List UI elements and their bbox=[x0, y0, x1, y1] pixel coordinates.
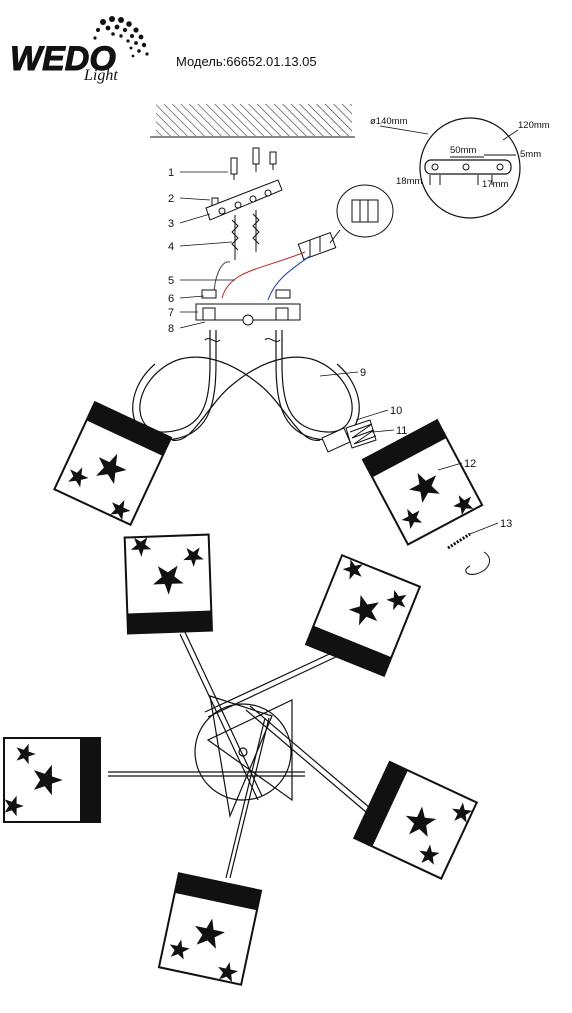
dim-thickness: 5mm bbox=[520, 149, 541, 160]
ceiling-hatch-icon bbox=[150, 104, 355, 138]
dim-width: 120mm bbox=[518, 120, 550, 131]
callout-5: 5 bbox=[168, 275, 235, 287]
dim-left-offset: 18mm bbox=[396, 176, 422, 187]
svg-text:1: 1 bbox=[168, 167, 174, 179]
flower-shade-icon bbox=[123, 533, 213, 635]
bulb-socket bbox=[321, 419, 377, 453]
svg-text:5: 5 bbox=[168, 275, 174, 287]
logo-swirl-icon bbox=[93, 16, 149, 58]
dim-right-offset: 17mm bbox=[482, 179, 508, 190]
logo-wordmark: WEDO bbox=[10, 40, 116, 78]
svg-text:13: 13 bbox=[500, 518, 512, 530]
svg-text:11: 11 bbox=[396, 425, 407, 437]
callout-12: 12 bbox=[437, 458, 476, 471]
callout-9: 9 bbox=[319, 367, 366, 379]
assembled-chandelier bbox=[108, 629, 371, 879]
svg-text:3: 3 bbox=[168, 218, 174, 230]
mounting-hardware bbox=[205, 147, 283, 260]
flower-shade-icon bbox=[305, 554, 421, 677]
callout-10: 10 bbox=[355, 405, 402, 421]
callout-7: 7 bbox=[168, 307, 198, 319]
svg-text:9: 9 bbox=[360, 367, 366, 379]
screw-icon bbox=[252, 147, 260, 172]
part-callouts: 1 2 3 4 5 6 7 8 9 10 11 12 13 bbox=[168, 167, 512, 535]
screw-icon bbox=[269, 151, 277, 170]
wires bbox=[213, 251, 311, 301]
spring-clip bbox=[447, 532, 491, 575]
mounting-plate-detail: ø140mm 120mm 50mm 5mm 18mm 17mm bbox=[370, 116, 550, 219]
flower-shade-icon bbox=[157, 872, 263, 986]
svg-text:12: 12 bbox=[464, 458, 476, 470]
brand-logo: WEDO Light bbox=[10, 16, 149, 84]
callout-13: 13 bbox=[469, 518, 512, 535]
canopy bbox=[195, 289, 301, 342]
svg-text:4: 4 bbox=[168, 241, 174, 253]
svg-text:10: 10 bbox=[390, 405, 402, 417]
callout-4: 4 bbox=[168, 241, 233, 253]
callout-8: 8 bbox=[168, 321, 206, 335]
svg-text:8: 8 bbox=[168, 323, 174, 335]
callout-6: 6 bbox=[168, 293, 205, 305]
svg-text:6: 6 bbox=[168, 293, 174, 305]
flower-shade-icon bbox=[3, 737, 101, 823]
dim-diameter: ø140mm bbox=[370, 116, 408, 127]
terminal-block-icon bbox=[297, 184, 394, 260]
callout-11: 11 bbox=[371, 425, 407, 437]
logo-subtext: Light bbox=[83, 67, 118, 84]
svg-text:7: 7 bbox=[168, 307, 174, 319]
upper-arms bbox=[132, 330, 360, 441]
flower-shade-icon bbox=[361, 419, 484, 546]
screw-icon bbox=[230, 157, 238, 180]
callout-1: 1 bbox=[168, 167, 228, 179]
svg-text:2: 2 bbox=[168, 193, 174, 205]
model-label: Модель:66652.01.13.05 bbox=[176, 54, 317, 69]
flower-shade-icon bbox=[53, 401, 173, 526]
dim-hole-spacing: 50mm bbox=[450, 145, 476, 156]
flower-shade-icon bbox=[353, 760, 478, 880]
callout-3: 3 bbox=[168, 213, 211, 230]
callout-2: 2 bbox=[168, 193, 211, 205]
